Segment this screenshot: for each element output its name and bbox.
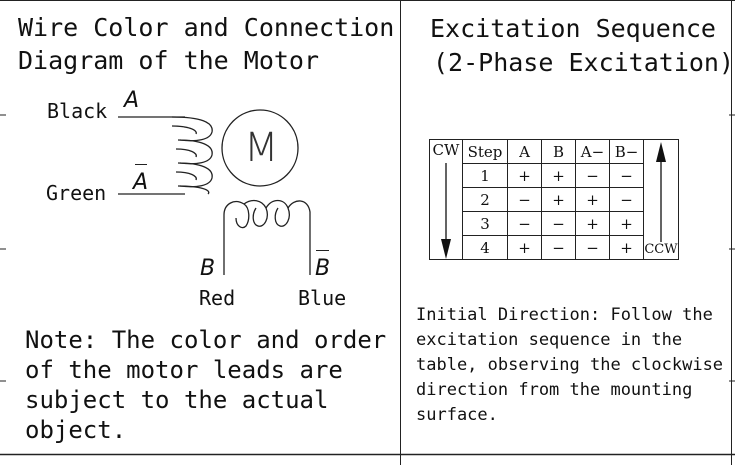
- table-header: A−: [575, 139, 610, 164]
- description-line-1: Initial Direction: Follow the: [416, 305, 713, 325]
- table-cell: −: [507, 187, 542, 212]
- note-line-2: of the motor leads are: [25, 356, 343, 384]
- coil-a-wires: [118, 116, 185, 195]
- sequence-title-line1: Excitation Sequence: [430, 14, 716, 43]
- motor-circle: [221, 109, 299, 187]
- lead-label-blue: Blue: [298, 286, 347, 310]
- b-bar-overline: [316, 250, 329, 251]
- coil-b-winding: [223, 199, 311, 275]
- sequence-title-line2: (2-Phase Excitation): [433, 48, 735, 77]
- table-row: 1 + + − −: [430, 163, 679, 188]
- pin-label-b: B: [200, 256, 216, 281]
- description-line-3: table, observing the clockwise: [416, 355, 724, 375]
- description-line-4: direction from the mounting: [416, 380, 693, 400]
- table-cell: +: [507, 235, 542, 260]
- table-row: 4 + − − +: [430, 235, 679, 260]
- table-cell: −: [541, 235, 576, 260]
- note-line-3: subject to the actual: [25, 386, 329, 414]
- table-cell: +: [507, 163, 542, 188]
- table-header-row: CW Step A B A− B− CCW: [429, 139, 679, 260]
- table-cell: +: [609, 235, 644, 260]
- description-line-5: surface.: [416, 405, 498, 425]
- lead-label-green: Green: [46, 181, 107, 205]
- table-cell: −: [609, 187, 644, 212]
- table-header: B: [541, 139, 576, 164]
- table-cell: +: [541, 163, 576, 188]
- ccw-cell: CCW: [643, 139, 679, 260]
- table-cell: 4: [462, 235, 508, 260]
- table-cell: −: [541, 211, 576, 236]
- pin-label-b-bar: B: [315, 256, 331, 281]
- cw-label: CW: [432, 141, 460, 159]
- lead-label-black: Black: [47, 99, 108, 123]
- cw-arrow-down-icon: [441, 163, 451, 259]
- table-row: 3 − − + +: [430, 211, 679, 236]
- coil-a-winding: [171, 116, 213, 195]
- note-line-1: Note: The color and order: [25, 326, 387, 354]
- table-cell: −: [609, 163, 644, 188]
- table-cell: −: [575, 163, 610, 188]
- table-header: A: [507, 139, 542, 164]
- table-cell: −: [575, 235, 610, 260]
- motor-symbol: M: [244, 125, 279, 171]
- table-cell: +: [541, 187, 576, 212]
- ccw-arrow-up-icon: [656, 142, 666, 242]
- note-line-4: object.: [25, 416, 127, 444]
- table-cell: −: [507, 211, 542, 236]
- table-cell: 3: [462, 211, 508, 236]
- table-row: 2 − + + −: [430, 187, 679, 212]
- table-cell: +: [575, 187, 610, 212]
- table-cell: 2: [462, 187, 508, 212]
- lead-label-red: Red: [199, 286, 236, 310]
- ccw-label: CCW: [644, 242, 678, 257]
- table-cell: +: [609, 211, 644, 236]
- description-line-2: excitation sequence in the: [416, 330, 683, 350]
- table-cell: +: [575, 211, 610, 236]
- pin-label-a: A: [124, 88, 140, 113]
- table-cell: 1: [462, 163, 508, 188]
- a-bar-overline: [135, 164, 147, 165]
- table-header: B−: [609, 139, 644, 164]
- wiring-title-line2: Diagram of the Motor: [18, 46, 320, 75]
- table-header: Step: [462, 139, 508, 164]
- cw-cell: CW: [429, 139, 463, 260]
- excitation-table: CW Step A B A− B− CCW 1 + + − − 2 − + + …: [429, 139, 679, 260]
- pin-label-a-bar: A: [133, 170, 149, 195]
- wiring-title-line1: Wire Color and Connection: [18, 13, 395, 42]
